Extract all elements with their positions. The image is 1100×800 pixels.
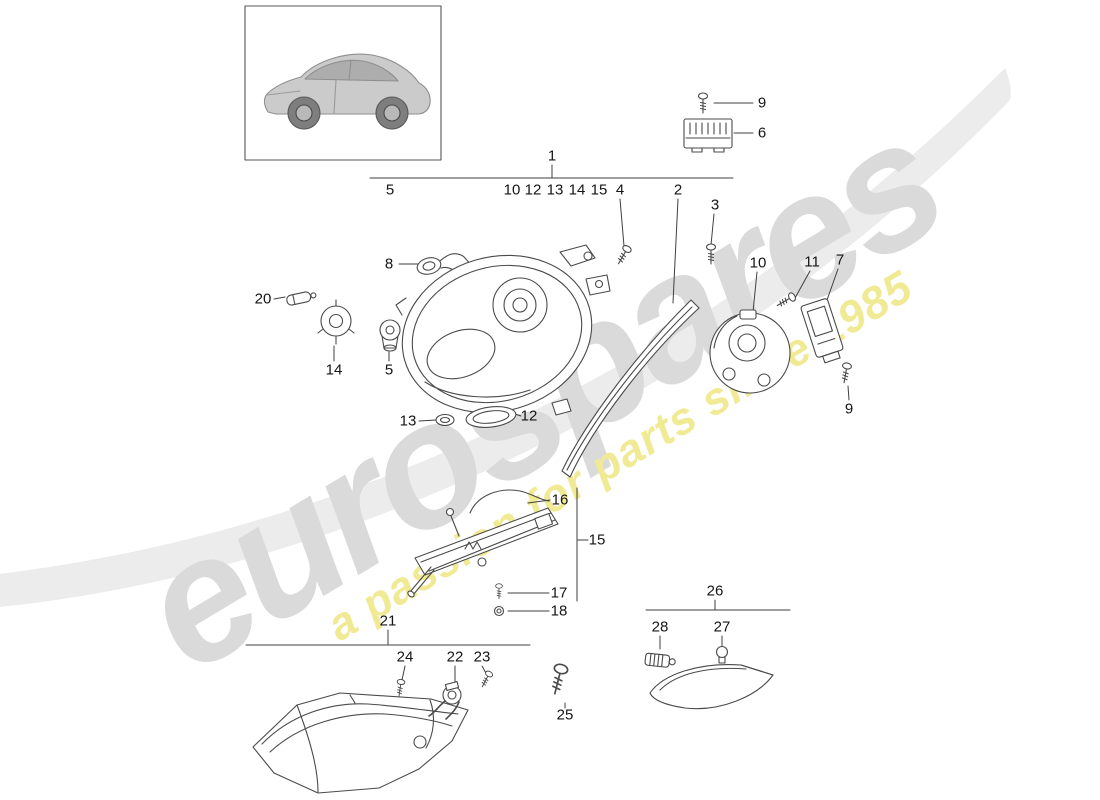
callout-connector-8: 8	[384, 255, 394, 273]
callout-led-insert-28: 28	[651, 618, 669, 636]
callout-led-module-10: 10	[749, 254, 767, 272]
callout-cap-13: 13	[399, 412, 417, 430]
socket-22-drawing	[428, 680, 462, 720]
callout-headlamp-group-1: 1	[547, 147, 557, 165]
gasket-12-drawing	[465, 406, 517, 428]
callout-screw-25: 25	[556, 706, 574, 724]
side-lamp-26-drawing	[649, 663, 774, 710]
led-module-10-drawing	[709, 309, 791, 394]
callout-screw-3: 3	[710, 196, 720, 214]
callout-bulb-27: 27	[713, 618, 731, 636]
callout-socket-14: 14	[325, 361, 343, 379]
bulb-holder-5-drawing	[379, 319, 401, 352]
callout-row-15: 15	[590, 181, 608, 199]
screw-23-drawing	[478, 669, 495, 690]
headlamp-assembly-drawing	[395, 244, 611, 416]
bulb-27-drawing	[715, 645, 729, 664]
callout-screw-24: 24	[396, 648, 414, 666]
callout-bulb-20: 20	[254, 290, 272, 308]
car-thumbnail	[244, 5, 442, 161]
screw-24-drawing	[394, 678, 406, 698]
callout-control-unit-7: 7	[835, 251, 845, 269]
callout-gasket-12: 12	[520, 407, 538, 425]
cap-13-drawing	[435, 413, 455, 427]
led-insert-28-drawing	[644, 652, 676, 668]
callout-trim-2: 2	[673, 181, 683, 199]
socket-14-drawing	[317, 299, 355, 345]
callout-side-lamp-group-26: 26	[706, 582, 724, 600]
callout-rod-16: 16	[551, 491, 569, 509]
screw-4-drawing	[614, 243, 633, 267]
callout-screw-17: 17	[550, 584, 568, 602]
bracket-assembly-drawing	[407, 489, 559, 598]
control-module-6-drawing	[683, 118, 733, 153]
callout-row-5: 5	[385, 181, 395, 199]
callout-row-12: 12	[524, 181, 542, 199]
leader-lines	[245, 102, 850, 709]
screw-11-drawing	[774, 291, 798, 310]
callout-screw-9-top: 9	[757, 94, 767, 112]
callout-screw-4: 4	[615, 181, 625, 199]
callout-bracket-15: 15	[588, 531, 606, 549]
connector-8-drawing	[416, 253, 485, 275]
front-lamp-21-drawing	[252, 692, 469, 794]
bulb-20-drawing	[286, 291, 317, 306]
callout-socket-22: 22	[446, 648, 464, 666]
callout-screw-9-right: 9	[844, 400, 854, 418]
screw-3-drawing	[705, 243, 717, 265]
screw-9-right-drawing	[839, 361, 853, 385]
callout-front-lamp-group-21: 21	[379, 612, 397, 630]
screw-17-drawing	[495, 583, 503, 600]
callout-row-13: 13	[546, 181, 564, 199]
trim-strip-2-drawing	[561, 299, 700, 478]
screw-25-drawing	[547, 662, 570, 697]
callout-bulb-holder-5: 5	[384, 361, 394, 379]
callout-screw-11: 11	[804, 253, 820, 271]
callout-nut-18: 18	[550, 602, 568, 620]
control-unit-7-drawing	[800, 298, 844, 364]
callout-screw-23: 23	[473, 648, 491, 666]
callout-module-6: 6	[757, 124, 767, 142]
callout-row-14: 14	[568, 181, 586, 199]
screw-9-top-drawing	[697, 92, 709, 114]
callout-row-10: 10	[503, 181, 521, 199]
nut-18-drawing	[493, 605, 505, 617]
